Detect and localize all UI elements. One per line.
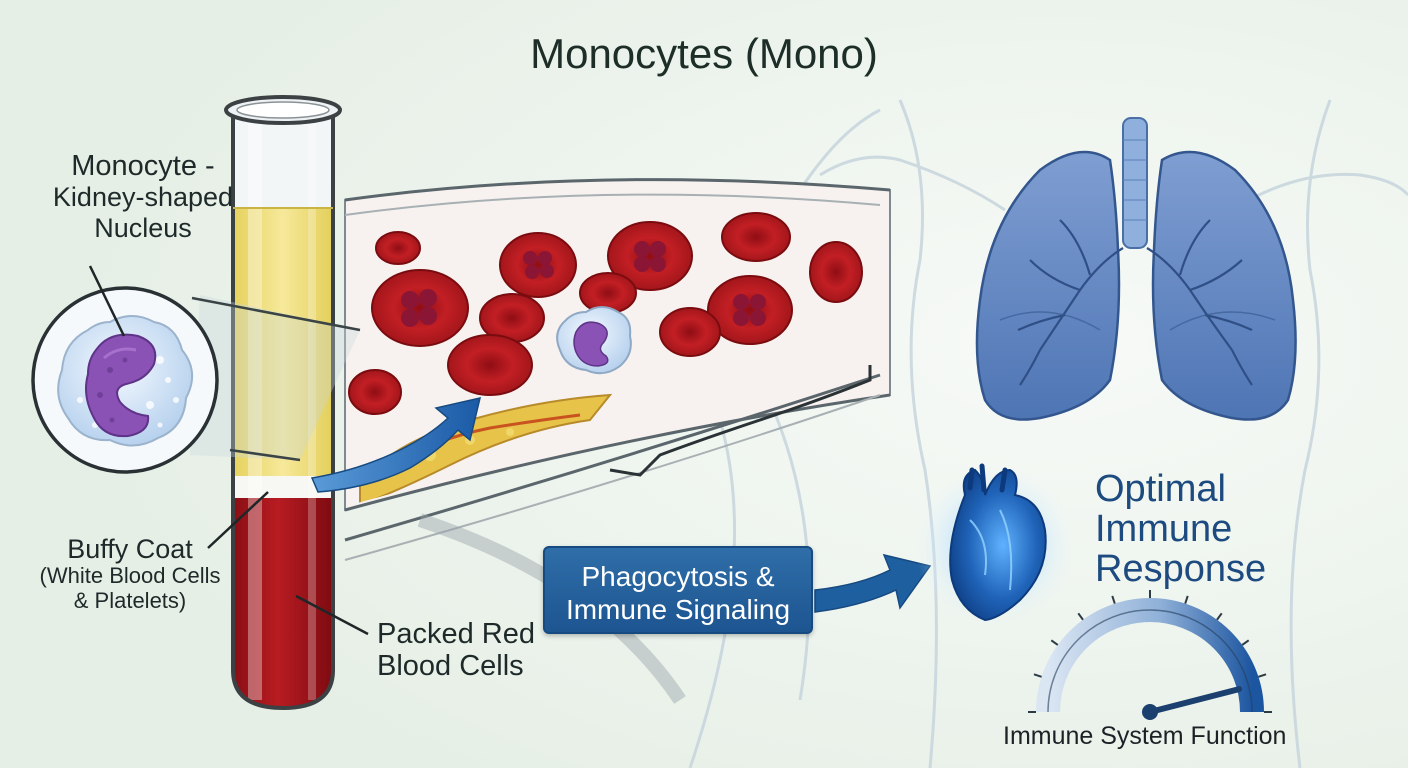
- torso-outline: [688, 99, 1408, 768]
- callout-lines: [88, 265, 369, 636]
- monocyte-callout-label: Monocyte - Kidney-shaped Nucleus: [38, 150, 248, 243]
- red-blood-cells: [348, 212, 863, 415]
- gauge-tick: [1184, 595, 1189, 604]
- rbc: [707, 275, 793, 345]
- gauge-tick: [1033, 673, 1042, 678]
- rbc: [499, 232, 577, 298]
- monocyte-callout-line3: Nucleus: [94, 212, 192, 243]
- gauge-tick: [1077, 612, 1084, 621]
- gauge-tick: [1241, 639, 1250, 646]
- outcome-line3: Response: [1095, 547, 1267, 590]
- process-box-line2: Immune Signaling: [565, 594, 791, 626]
- rbc: [809, 241, 863, 303]
- gauge-label: Immune System Function: [1003, 722, 1287, 750]
- lungs-icon: [975, 117, 1297, 421]
- page-title: Monocytes (Mono): [530, 30, 878, 77]
- rbc: [447, 334, 533, 396]
- rbc: [721, 212, 791, 262]
- outcome-line1: Optimal: [1095, 468, 1226, 510]
- gauge-hub: [1142, 704, 1158, 720]
- monocyte-cell-icon: [31, 286, 219, 474]
- heart-icon: [915, 463, 1075, 625]
- monocyte-in-vessel: [556, 306, 632, 375]
- rbc: [659, 307, 721, 357]
- gauge-tick: [1258, 673, 1267, 678]
- rbc: [371, 269, 469, 347]
- rbc: [375, 231, 421, 265]
- arrow-to-heart-icon: [814, 553, 932, 613]
- flow-arrow-icon: [310, 397, 482, 493]
- gauge-icon: [1028, 590, 1272, 720]
- monocyte-callout-line2: Kidney-shaped: [52, 182, 234, 213]
- buffy-coat-callout-label: Buffy Coat (White Blood Cells & Platelet…: [30, 534, 230, 613]
- test-tube-icon: [224, 95, 342, 711]
- packed-rbc-line1: Packed Red: [377, 618, 535, 650]
- packed-rbc-callout-label: Packed Red Blood Cells: [377, 618, 535, 683]
- gauge-tick: [1111, 595, 1116, 604]
- process-box-line1: Phagocytosis &: [581, 561, 775, 592]
- monocyte-callout-line1: Monocyte -: [71, 150, 215, 182]
- rbc: [348, 369, 402, 415]
- outcome-line2: Immune: [1095, 507, 1233, 550]
- gauge-tick: [1050, 639, 1059, 646]
- packed-rbc-pointer-line: [295, 594, 369, 636]
- rbc: [607, 221, 693, 291]
- gauge-needle: [1147, 686, 1243, 715]
- magnifier-cone: [190, 295, 361, 462]
- monocyte-pointer-line: [88, 265, 126, 337]
- buffy-coat-line2: (White Blood Cells: [39, 563, 221, 589]
- buffy-coat-pointer-line: [207, 491, 269, 549]
- process-box: Phagocytosis & Immune Signaling: [543, 546, 813, 634]
- buffy-coat-line3: & Platelets): [73, 587, 187, 613]
- gauge-tick: [1216, 612, 1223, 621]
- outcome-label: Optimal Immune Response: [1095, 468, 1267, 590]
- buffy-coat-line1: Buffy Coat: [67, 534, 193, 564]
- packed-rbc-line2: Blood Cells: [377, 650, 524, 683]
